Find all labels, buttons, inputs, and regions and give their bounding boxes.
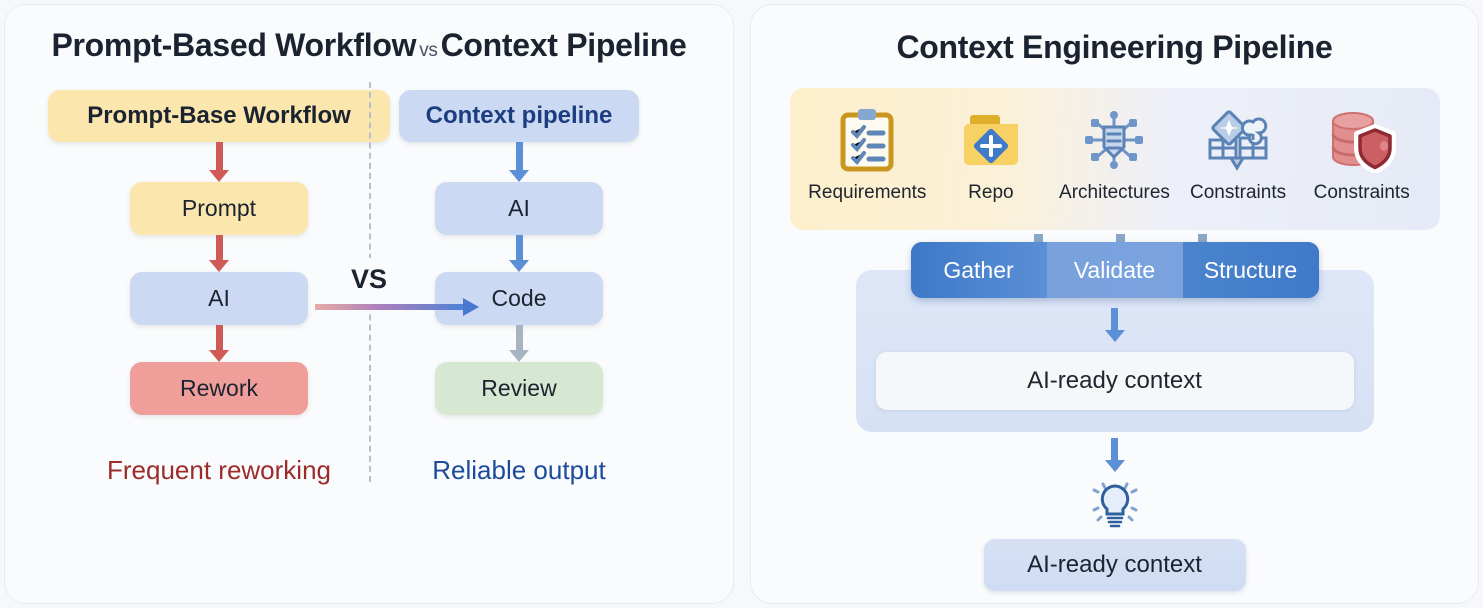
arrow-prompt-1 bbox=[209, 142, 229, 182]
pipeline-container: Gather Validate Structure AI-ready conte… bbox=[855, 242, 1374, 432]
network-architecture-icon bbox=[1081, 102, 1147, 178]
pipeline-output: AI-ready context bbox=[751, 438, 1478, 591]
stage-to-context-arrow bbox=[874, 308, 1356, 342]
comparison-title-vs: vs bbox=[419, 40, 438, 61]
context-to-output-arrow bbox=[1104, 438, 1125, 472]
folder-diamond-icon bbox=[958, 102, 1024, 178]
arrow-prompt-3 bbox=[209, 325, 229, 362]
stage-structure[interactable]: Structure bbox=[1182, 242, 1319, 298]
node-prompt-ai: AI bbox=[130, 272, 308, 325]
comparison-title-part-a: Prompt-Based Workflow bbox=[51, 27, 417, 63]
context-pipeline-header: Context pipeline bbox=[399, 90, 639, 142]
source-constraints-database: Constraints bbox=[1300, 102, 1424, 204]
source-label: Architectures bbox=[1059, 182, 1170, 203]
lightbulb-icon bbox=[1088, 478, 1142, 535]
rework-to-review-arrow bbox=[315, 298, 485, 316]
context-pipeline-column: Context pipeline AI Code Review Reliable… bbox=[369, 90, 669, 486]
node-rework: Rework bbox=[130, 362, 308, 415]
vs-badge: VS bbox=[342, 258, 396, 301]
comparison-columns: VS Prompt-Base Workflow Prompt AI Rework… bbox=[5, 82, 733, 486]
ai-ready-context-box: AI-ready context bbox=[875, 352, 1354, 410]
pipeline-panel: Context Engineering Pipeline bbox=[750, 4, 1479, 604]
source-banner: Requirements bbox=[789, 88, 1440, 230]
pipeline-stage-bar: Gather Validate Structure bbox=[910, 242, 1319, 298]
source-architectures: Architectures bbox=[1053, 102, 1177, 204]
node-prompt: Prompt bbox=[130, 182, 308, 235]
fence-grid-icon bbox=[1204, 102, 1272, 178]
source-requirements: Requirements bbox=[806, 102, 930, 204]
comparison-title-part-b: Context Pipeline bbox=[440, 27, 687, 63]
source-repo: Repo bbox=[929, 102, 1053, 204]
arrow-context-1 bbox=[509, 142, 529, 182]
arrow-prompt-2 bbox=[209, 235, 229, 272]
arrow-context-2 bbox=[509, 235, 529, 272]
context-pipeline-caption: Reliable output bbox=[432, 455, 606, 485]
clipboard-checklist-icon bbox=[836, 102, 898, 178]
prompt-workflow-caption: Frequent reworking bbox=[107, 455, 331, 485]
node-context-ai: AI bbox=[435, 182, 603, 235]
source-label: Constraints bbox=[1190, 182, 1287, 203]
source-constraints-fence: Constraints bbox=[1176, 102, 1300, 204]
stage-gather[interactable]: Gather bbox=[910, 242, 1047, 298]
arrow-context-3 bbox=[509, 325, 529, 362]
source-label: Constraints bbox=[1313, 182, 1410, 203]
source-label: Repo bbox=[968, 182, 1014, 203]
database-shield-icon bbox=[1327, 102, 1397, 178]
pipeline-title: Context Engineering Pipeline bbox=[896, 29, 1333, 65]
node-review: Review bbox=[435, 362, 603, 415]
source-label: Requirements bbox=[808, 182, 927, 203]
prompt-workflow-header: Prompt-Base Workflow bbox=[48, 90, 390, 142]
stage-validate[interactable]: Validate bbox=[1046, 242, 1183, 298]
prompt-workflow-column: Prompt-Base Workflow Prompt AI Rework Fr… bbox=[48, 90, 390, 486]
final-output-box: AI-ready context bbox=[983, 539, 1246, 591]
